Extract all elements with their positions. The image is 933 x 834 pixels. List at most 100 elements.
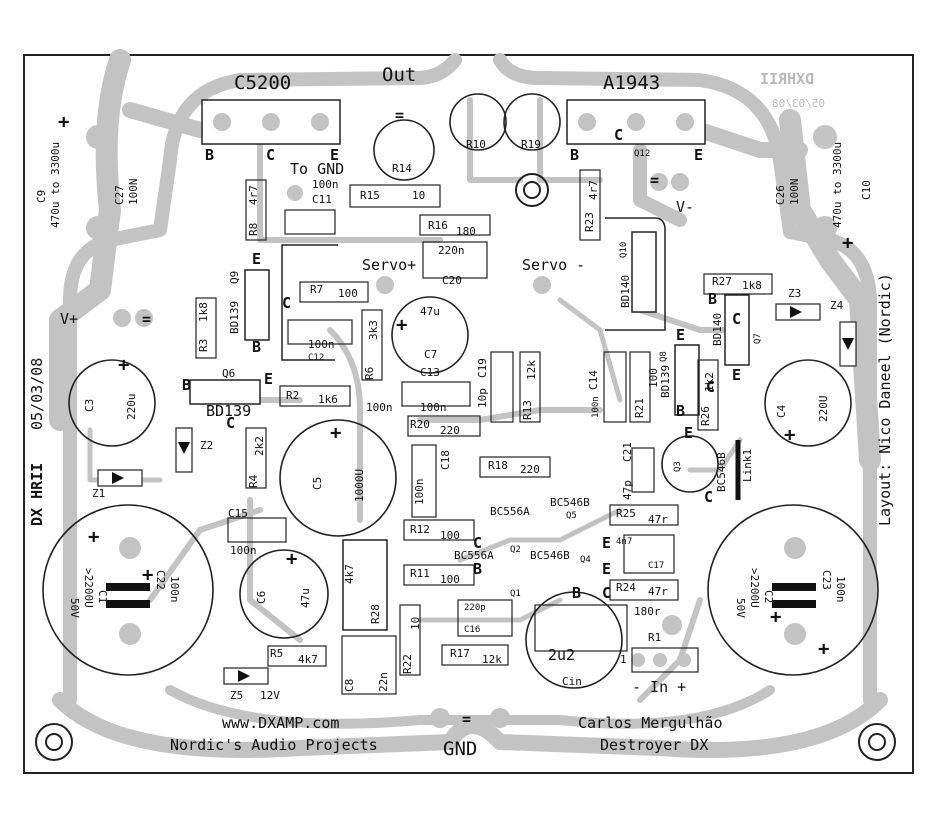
c20-value: 220n [438,244,465,257]
r12-label: R12 [410,523,430,536]
vplus-eq: = [142,310,152,328]
z2-label: Z2 [200,439,214,452]
c23-label: C23 [820,570,833,590]
q2-label: Q2 [510,545,521,555]
r20-value: 220 [440,424,460,437]
c6-label: C6 [255,590,268,604]
c1-inner-plus: + [142,564,154,586]
c6-plus: + [286,548,298,570]
r25-value: 47r [648,513,668,526]
c9-plus: + [58,111,70,133]
board-title-vertical: DX HRII [28,462,46,526]
c12-value: 100n [308,338,335,351]
q7-pin-c: C [732,310,742,328]
r18-label: R18 [488,459,508,472]
c1-label: C1 [96,590,109,604]
vplus-label: V+ [60,310,79,328]
r28-value: 4k7 [343,564,356,584]
c9-value: 470u to 3300u [49,141,62,228]
q6-body [189,379,261,405]
c14-value: 100n [591,396,601,418]
c1-outline [42,504,214,676]
q6-label: Q6 [222,367,236,380]
c16-label: C16 [464,625,481,635]
c8-label: C8 [343,678,356,692]
projects-label: Nordic's Audio Projects [170,736,378,754]
r27-value: 1k8 [742,279,762,292]
c11-label: C11 [312,193,332,206]
r20-label: R20 [410,418,430,431]
r1-value: 180r [634,605,661,618]
diff-pin-b1: B [473,560,483,578]
r23-label: R23 [583,212,596,232]
q6-part: BD139 [206,402,252,420]
q6-pin-e: E [264,370,274,388]
r2-label: R2 [286,389,300,402]
bottom-inner-bus [165,685,775,729]
r8-label: R8 [247,222,260,236]
mount-hole-right [858,723,896,761]
z3-label: Z3 [788,287,802,300]
r26-value: 1k2 [703,372,716,392]
c2-plus: + [818,638,830,660]
c7-value: 47u [420,305,440,318]
c1-plus: + [88,526,100,548]
to-gnd-label: To GND [290,160,345,178]
c19-label: C19 [476,358,489,378]
c5200-label: C5200 [234,72,292,94]
r18-value: 220 [520,463,540,476]
q1-part: BC556A [454,549,494,562]
c2-label: C2 [762,590,775,604]
author: Carlos Mergulhão [578,714,723,732]
project-name: Destroyer DX [600,736,709,754]
mirror-date: 05/03/08 [772,97,825,110]
c5-plus: + [330,422,342,444]
c19-value: 10p [476,388,489,408]
q8-body [674,344,700,416]
c22-label: C22 [154,570,167,590]
r19-outline [503,93,561,151]
mirror-title: DXHRII [760,70,815,88]
c10-label: C10 [860,180,873,200]
diff-pin-c1: C [473,534,483,552]
z4-label: Z4 [830,299,844,312]
q8-pin-b: B [676,402,686,420]
c8-value: 22n [377,672,390,692]
vminus-rail [779,109,881,471]
r6-value: 3k3 [367,320,380,340]
q3-label: Q3 [673,461,683,472]
c13-label: C13 [420,366,440,379]
c12-label: C12 [308,353,325,363]
q8-pin-c: C [706,378,716,396]
q9-body [244,269,270,341]
website: www.DXAMP.com [222,714,340,732]
r4-label: R4 [247,474,260,488]
r27-label: R27 [712,275,732,288]
r4-value: 2k2 [253,436,266,456]
diff-pin-b2: B [572,584,582,602]
z5-label: Z5 [230,689,244,702]
bottom-ground-bus [52,692,888,758]
c22-value: 100n [168,576,181,603]
r5-label: R5 [270,647,284,660]
q9-pin-e: E [252,250,262,268]
c3-value: 220u [125,393,138,421]
r22-value: 10 [409,616,422,630]
r15-value: 10 [412,189,426,202]
q7-part: BD140 [711,312,724,346]
c10-value: 470u to 3300u [831,141,844,228]
c14-label: C14 [587,370,600,390]
r13-label: R13 [521,400,534,420]
c27-label: C27 [113,185,126,205]
gnd-ring-trace-right [493,53,877,707]
c1-value: >2200U [82,568,95,608]
gnd-eq: = [462,710,472,728]
q7-pin-b: B [708,290,718,308]
link1-label: Link1 [741,448,754,482]
q8-label: Q8 [659,351,669,362]
c2-value: >2200U [748,568,761,608]
c18-value: 100n [413,478,426,506]
q9-pin-c: C [282,294,292,312]
q7-body [724,294,750,366]
cin-outline [525,591,623,689]
